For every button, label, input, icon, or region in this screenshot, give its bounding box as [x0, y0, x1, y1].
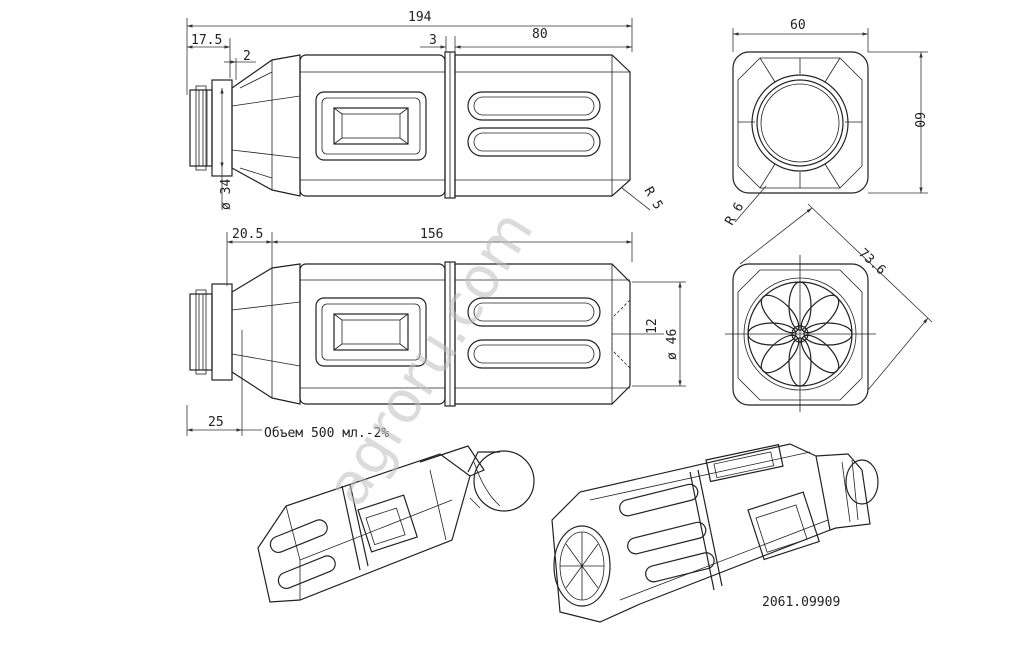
isometric-view-right [551, 443, 879, 623]
dim-gap: 3 [429, 33, 437, 48]
side-view-top: 194 17.5 2 3 80 ø 34 R 5 [186, 10, 666, 213]
dim-neck-diameter: ø 34 [219, 179, 234, 210]
dim-neck-offset: 17.5 [191, 33, 222, 48]
dimension-lines-end-top [732, 28, 928, 223]
dim-finish-offset: 20.5 [232, 227, 263, 242]
base-petals-iso [553, 525, 611, 607]
end-view-bottom: 73.6 [725, 203, 933, 412]
rear-body-panel [454, 54, 631, 197]
drawing-code: 2061.09909 [762, 595, 840, 610]
neck-finish-lower [189, 283, 233, 381]
isometric-view-left [257, 445, 535, 603]
volume-note: Объем 500 мл.-2% [264, 426, 389, 441]
dim-collar: 2 [243, 49, 251, 64]
watermark: agroru.com [312, 199, 546, 518]
dimension-lines-end-bottom [739, 203, 933, 391]
dim-rear-length: 80 [532, 27, 548, 42]
side-view-bottom: 20.5 156 ø 46 12 25 Объем 500 мл.-2% [186, 227, 686, 441]
neck-finish [189, 79, 233, 177]
front-body-panel [299, 54, 446, 197]
dim-end-width: 60 [790, 18, 806, 33]
dim-base-diameter: ø 46 [665, 329, 680, 360]
neck-iso [815, 453, 879, 531]
dim-end-height: 60 [911, 112, 926, 128]
end-view-top: 60 60 R 6 [722, 18, 928, 228]
dimension-lines-top [186, 18, 651, 211]
dimension-lines-bottom [186, 232, 686, 436]
dim-fillet-side: R 5 [641, 185, 666, 213]
dim-volume-offset: 25 [208, 415, 224, 430]
dim-body-length: 156 [420, 227, 443, 242]
dim-overall-length: 194 [408, 10, 432, 25]
rear-body-panel-lower [454, 263, 631, 405]
waist-groove [444, 51, 456, 199]
dim-corner-radius: R 6 [722, 200, 747, 228]
cap [467, 450, 535, 512]
dim-base-inset: 12 [645, 318, 660, 334]
dim-diagonal: 73.6 [855, 246, 888, 278]
shoulder [231, 54, 301, 197]
